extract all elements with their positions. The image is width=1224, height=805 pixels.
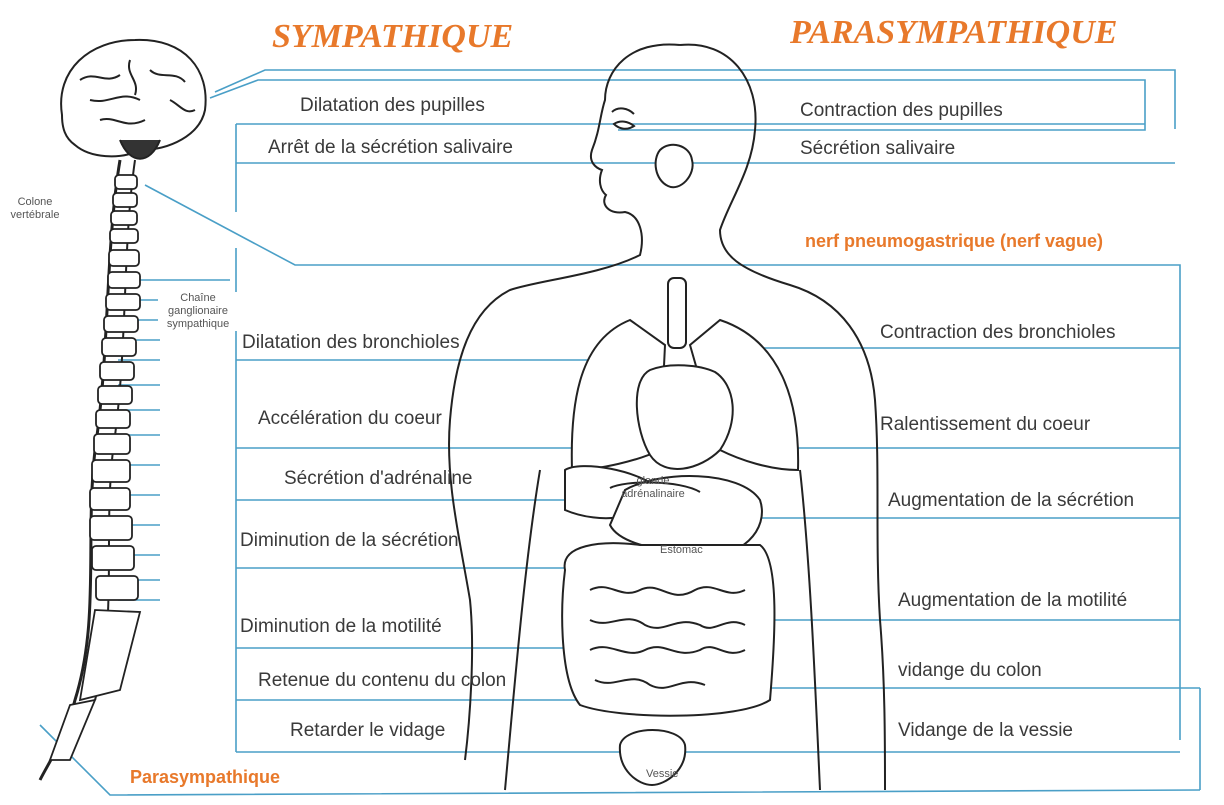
salivary-gland (656, 145, 693, 187)
organs (562, 278, 798, 785)
para-effect-motilite: Augmentation de la motilité (898, 590, 1127, 612)
vertebrae (50, 175, 140, 760)
para-effect-salive: Sécrétion salivaire (800, 138, 955, 160)
face-details (612, 108, 693, 187)
parasympathique-sacral-heading: Parasympathique (130, 766, 280, 788)
trachea (668, 278, 686, 348)
brain-illustration (61, 40, 206, 159)
sym-effect-adrenaline: Sécrétion d'adrénaline (284, 468, 472, 490)
sym-effect-secretion: Diminution de la sécrétion (240, 530, 459, 552)
glande-label-line2: adrénalinaire (618, 488, 688, 501)
glande-label-line1: glande (618, 475, 688, 488)
intestines (562, 543, 774, 715)
nerf-vague-heading: nerf pneumogastrique (nerf vague) (805, 230, 1103, 252)
sym-effect-bronchioles: Dilatation des bronchioles (242, 332, 460, 354)
estomac-label: Estomac (660, 544, 703, 557)
parasympathique-title: PARASYMPATHIQUE (790, 14, 1117, 52)
chaine-label: Chaîne ganglionaire sympathique (158, 292, 238, 331)
para-effect-colon: vidange du colon (898, 660, 1042, 682)
chaine-label-line2: ganglionaire (158, 305, 238, 318)
para-effect-bronchioles: Contraction des bronchioles (880, 322, 1116, 344)
para-effect-secretion: Augmentation de la sécrétion (888, 490, 1134, 512)
sym-effect-vidage: Retarder le vidage (290, 720, 445, 742)
colone-label: Colone vertébrale (5, 196, 65, 222)
sym-effect-colon: Retenue du contenu du colon (258, 670, 506, 692)
para-effect-coeur: Ralentissement du coeur (880, 414, 1090, 436)
spine-illustration (40, 160, 140, 780)
colone-label-line2: vertébrale (5, 209, 65, 222)
sym-effect-coeur: Accélération du coeur (258, 408, 442, 430)
sympathique-title: SYMPATHIQUE (272, 18, 513, 56)
sym-effect-motilite: Diminution de la motilité (240, 616, 442, 638)
vessie-label: Vessie (646, 768, 678, 781)
sym-effect-pupilles: Dilatation des pupilles (300, 95, 485, 117)
heart (637, 365, 733, 469)
sym-effect-salive: Arrêt de la sécrétion salivaire (268, 137, 513, 159)
colone-label-line1: Colone (5, 196, 65, 209)
para-effect-vessie: Vidange de la vessie (898, 720, 1073, 742)
chaine-label-line3: sympathique (158, 318, 238, 331)
para-effect-pupilles: Contraction des pupilles (800, 100, 1003, 122)
chaine-label-line1: Chaîne (158, 292, 238, 305)
glande-label: glande adrénalinaire (618, 475, 688, 501)
